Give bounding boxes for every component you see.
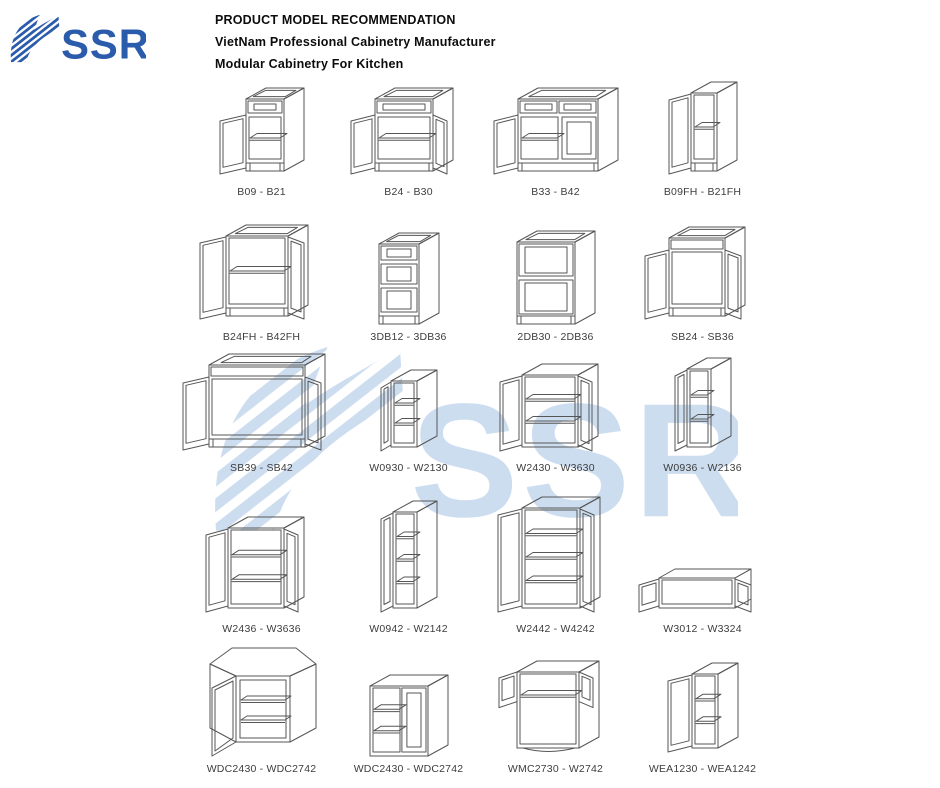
- product-label: W3012 - W3324: [663, 623, 742, 635]
- page-subtitle: VietNam Professional Cabinetry Manufactu…: [215, 35, 496, 49]
- product-item: B09 - B21: [188, 86, 335, 198]
- product-item: B24 - B30: [335, 86, 482, 198]
- base-cabinet-1-drawer-1-door-drawing: [216, 86, 308, 183]
- product-item: WEA1230 - WEA1242: [629, 635, 776, 775]
- wall-cabinet-2-doors-36-drawing: [202, 515, 322, 620]
- product-label: SB24 - SB36: [671, 331, 734, 343]
- product-label: W2436 - W3636: [222, 623, 301, 635]
- angled-end-wall-cabinet-drawing: [664, 661, 742, 760]
- sink-base-wide-drawing: [179, 352, 345, 459]
- full-height-base-2-doors-drawing: [196, 223, 328, 328]
- product-label: B09FH - B21FH: [663, 186, 742, 198]
- product-item: B09FH - B21FH: [629, 81, 776, 198]
- product-label: W2430 - W3630: [516, 462, 595, 474]
- product-label: WDC2430 - WDC2742: [206, 763, 317, 775]
- logo-swoosh-icon: [10, 13, 60, 63]
- 2-drawer-base-drawing: [513, 229, 599, 328]
- base-cabinet-2-drawers-2-doors-drawing: [490, 86, 622, 183]
- product-item: B33 - B42: [482, 86, 629, 198]
- product-item: W2430 - W3630: [482, 343, 629, 474]
- wall-cabinet-narrow-36-drawing: [671, 356, 735, 459]
- wall-cabinet-narrow-30-drawing: [377, 368, 441, 459]
- product-label: 3DB12 - 3DB36: [370, 331, 447, 343]
- wall-cabinet-2-doors-42-drawing: [494, 495, 618, 620]
- blind-corner-wall-cabinet-drawing: [366, 673, 452, 760]
- full-height-base-1-door-drawing: [665, 80, 741, 183]
- product-label: B24FH - B42FH: [222, 331, 301, 343]
- product-label: W2442 - W4242: [516, 623, 595, 635]
- sink-base-2-doors-drawing: [641, 225, 765, 328]
- product-label: W0936 - W2136: [663, 462, 742, 474]
- wall-cabinet-narrow-42-drawing: [377, 499, 441, 620]
- microwave-wall-cabinet-drawing: [495, 659, 617, 760]
- page-title: PRODUCT MODEL RECOMMENDATION: [215, 13, 456, 27]
- product-item: WMC2730 - W2742: [482, 635, 629, 775]
- product-label: W0942 - W2142: [369, 623, 448, 635]
- logo-swoosh-icon: [215, 343, 404, 531]
- product-item: W0930 - W2130: [335, 343, 482, 474]
- product-item: SB39 - SB42: [182, 343, 335, 474]
- product-label: WMC2730 - W2742: [507, 763, 604, 775]
- product-label: 2DB30 - 2DB36: [517, 331, 594, 343]
- logo-text: SSR: [61, 20, 146, 64]
- product-item: B24FH - B42FH: [188, 198, 335, 343]
- ssr-logo: SSR: [6, 12, 149, 69]
- bridge-wall-cabinet-drawing: [635, 567, 771, 620]
- product-item: 2DB30 - 2DB36: [482, 198, 629, 343]
- product-grid: B09 - B21 B24 - B30 B33 - B42 B09FH - B2…: [182, 81, 776, 775]
- product-item: WDC2430 - WDC2742: [188, 635, 335, 775]
- product-label: W0930 - W2130: [369, 462, 448, 474]
- header-titles: PRODUCT MODEL RECOMMENDATION VietNam Pro…: [215, 9, 496, 75]
- product-label: WDC2430 - WDC2742: [353, 763, 464, 775]
- page-subtitle-2: Modular Cabinetry For Kitchen: [215, 57, 404, 71]
- product-label: SB39 - SB42: [230, 462, 293, 474]
- product-item: SB24 - SB36: [629, 198, 776, 343]
- product-label: B09 - B21: [237, 186, 286, 198]
- product-item: W0936 - W2136: [629, 343, 776, 474]
- product-item: W0942 - W2142: [335, 474, 482, 635]
- product-item: W2442 - W4242: [482, 474, 629, 635]
- base-cabinet-1-drawer-2-doors-drawing: [347, 86, 471, 183]
- product-label: B24 - B30: [384, 186, 433, 198]
- wall-cabinet-2-doors-30-drawing: [496, 362, 616, 459]
- product-item: W3012 - W3324: [629, 474, 776, 635]
- product-item: WDC2430 - WDC2742: [335, 635, 482, 775]
- 3-drawer-base-drawing: [375, 231, 443, 328]
- product-item: W2436 - W3636: [188, 474, 335, 635]
- product-label: B33 - B42: [531, 186, 580, 198]
- diagonal-corner-wall-cabinet-drawing: [200, 642, 324, 760]
- product-label: WEA1230 - WEA1242: [648, 763, 757, 775]
- product-item: 3DB12 - 3DB36: [335, 198, 482, 343]
